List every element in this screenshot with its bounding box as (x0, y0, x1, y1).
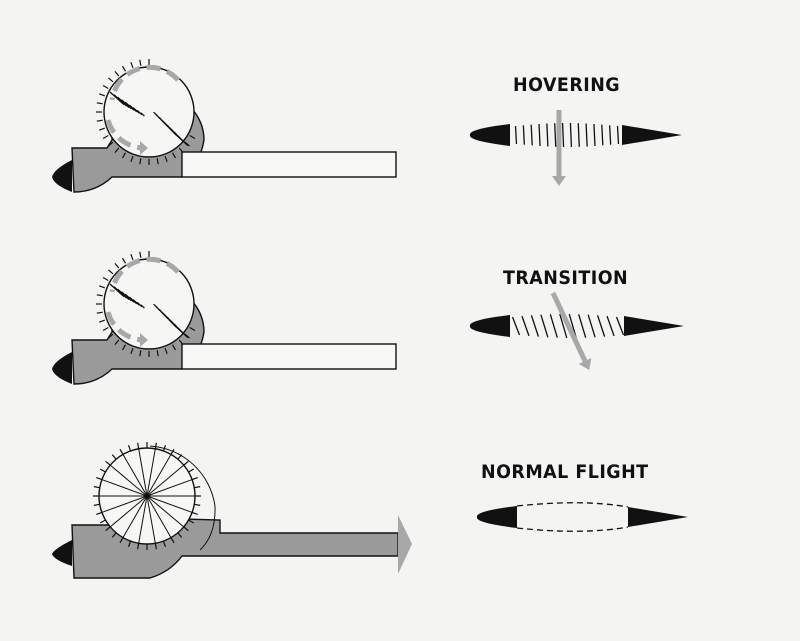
airfoil-normal-flight (476, 502, 688, 532)
rotor-blade-ticks (96, 251, 196, 357)
circulation-arrowhead (140, 333, 148, 347)
flow-arrowhead (552, 176, 566, 186)
airfoil-dashed-outline (516, 502, 629, 532)
leading-edge (469, 124, 510, 146)
rotor-blade-ticks (93, 442, 201, 550)
leading-edge (476, 506, 517, 528)
nose-cone (52, 160, 72, 192)
trailing-edge (624, 316, 684, 336)
wing-outline (181, 151, 397, 178)
leading-edge (469, 315, 510, 337)
louver-slats (511, 313, 625, 339)
wing-outline (181, 343, 397, 370)
trailing-edge (628, 507, 688, 527)
label-normal-flight: NORMAL FLIGHT (481, 461, 649, 483)
nose-cone (52, 352, 72, 384)
fan-wing-transition (52, 251, 397, 385)
circulation-arrowhead (140, 141, 148, 155)
airfoil-sections (469, 110, 688, 532)
trailing-edge (622, 125, 682, 145)
rotor-disc (103, 66, 195, 158)
rotor-disc (103, 258, 195, 350)
nose-cone (52, 540, 72, 566)
fan-wing-normal-flight (52, 442, 412, 579)
forward-arrow (398, 515, 412, 574)
label-transition: TRANSITION (503, 267, 629, 289)
rotor-blade-ticks (96, 59, 196, 165)
scroll-outline (149, 445, 216, 551)
flow-hatching (109, 91, 189, 147)
airfoil-transition (469, 291, 684, 371)
flow-arrowhead (578, 358, 592, 371)
fan-wing-rows (52, 59, 412, 579)
label-hovering: HOVERING (513, 74, 621, 96)
flow-arrow (550, 291, 588, 363)
flow-hatching (109, 283, 189, 339)
rotor-spokes (99, 448, 195, 544)
fan-wing-hovering (52, 59, 397, 193)
louver-slats (514, 122, 620, 148)
airfoil-hovering (469, 110, 682, 186)
